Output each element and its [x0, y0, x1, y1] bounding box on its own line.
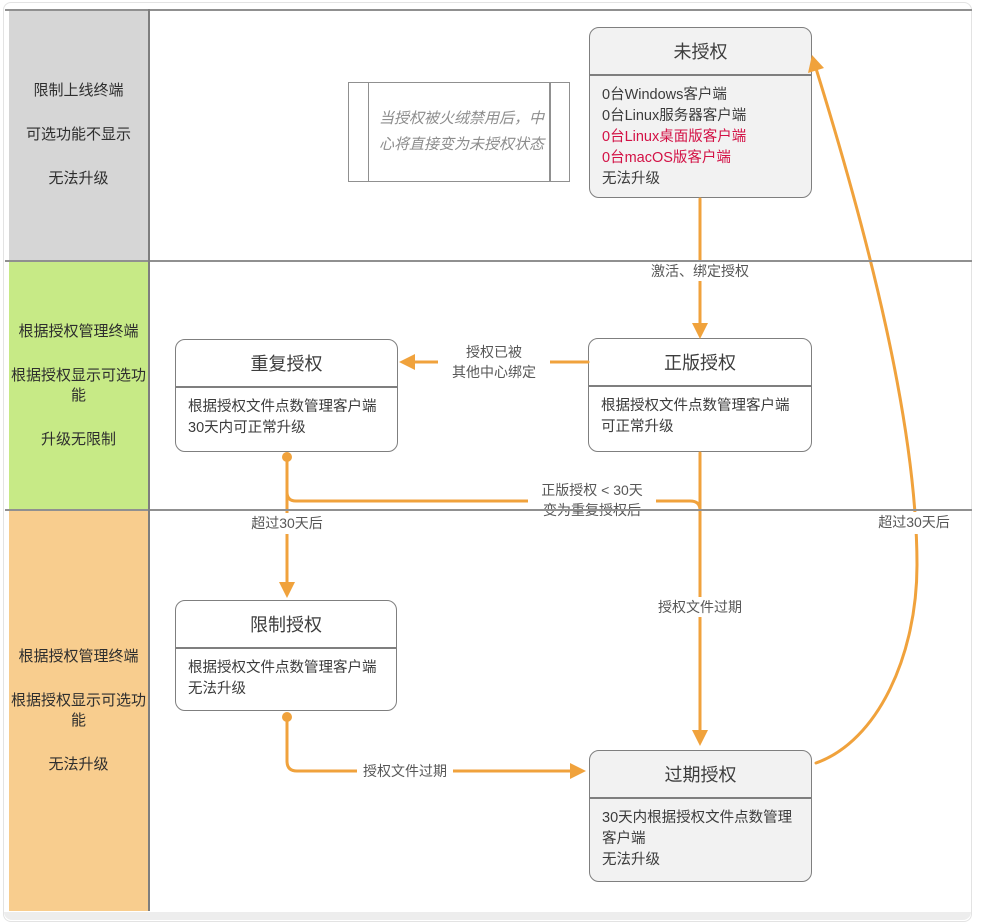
swimlane-top-border — [5, 9, 972, 11]
node-body: 根据授权文件点数管理客户端 无法升级 — [188, 660, 377, 697]
lane-text: 可选功能不显示 — [25, 126, 131, 143]
node-genuine-license: 正版授权 根据授权文件点数管理客户端 可正常升级 — [588, 338, 812, 452]
lane-text: 根据授权显示可选功能 — [10, 692, 146, 729]
note-text: 当授权被火绒禁用后，中 心将直接变为未授权状态 — [379, 110, 545, 153]
edge-expired-to-unauthorized — [812, 60, 919, 765]
lane-managed-upgradable: 根据授权管理终端 根据授权显示可选功能 升级无限制 — [9, 262, 148, 509]
edge-label-bound-by-other: 授权已被 其他中心绑定 — [438, 342, 550, 384]
lane-text: 根据授权管理终端 — [18, 648, 139, 665]
arrowhead-left-icon — [399, 354, 415, 370]
lane-text: 根据授权显示可选功能 — [10, 366, 146, 404]
node-title: 重复授权 — [176, 340, 397, 388]
node-expired-license: 过期授权 30天内根据授权文件点数管理 客户端 无法升级 — [589, 750, 812, 882]
edge-label-activate: 激活、绑定授权 — [637, 261, 763, 281]
lane-restricted-online: 限制上线终端 可选功能不显示 无法升级 — [9, 10, 148, 260]
swimlane-divider-1 — [5, 259, 972, 262]
lane-text: 升级无限制 — [40, 430, 116, 448]
swimlane-column-border — [148, 9, 150, 911]
lane-text: 无法升级 — [48, 756, 109, 773]
lane-text: 根据授权管理终端 — [18, 322, 139, 340]
note-side-bar — [367, 83, 369, 181]
arrowhead-right-icon — [570, 763, 586, 779]
node-unauthorized: 未授权 0台Windows客户端 0台Linux服务器客户端 0台Linux桌面… — [589, 27, 812, 198]
node-restricted-license: 限制授权 根据授权文件点数管理客户端 无法升级 — [175, 600, 397, 711]
edge-label-less-than-30-days: 正版授权 < 30天 变为重复授权后 — [528, 480, 656, 525]
node-title: 未授权 — [590, 28, 811, 76]
node-title: 过期授权 — [590, 751, 811, 799]
edge-label-over-30-days-right: 超过30天后 — [868, 512, 960, 534]
node-body: 根据授权文件点数管理客户端 可正常升级 — [601, 398, 790, 435]
edge-origin-dot — [282, 712, 292, 722]
swimlane-divider-2 — [5, 508, 972, 511]
lane-text: 限制上线终端 — [33, 82, 124, 99]
lane-text: 无法升级 — [48, 170, 109, 187]
edge-label-file-expired-mid: 授权文件过期 — [652, 597, 748, 617]
node-title: 正版授权 — [589, 339, 811, 387]
node-body: 0台Windows客户端 0台Linux服务器客户端 0台Linux桌面版客户端… — [602, 87, 747, 187]
node-body: 根据授权文件点数管理客户端 30天内可正常升级 — [188, 399, 377, 436]
edge-restricted-to-expired — [285, 715, 581, 773]
arrowhead-upleft-icon — [808, 55, 824, 73]
note-side-bar — [549, 83, 551, 181]
node-duplicate-license: 重复授权 根据授权文件点数管理客户端 30天内可正常升级 — [175, 339, 398, 452]
arrowhead-down-icon — [279, 582, 295, 598]
arrowhead-down-icon — [692, 730, 708, 746]
node-body: 30天内根据授权文件点数管理 客户端 无法升级 — [602, 810, 793, 868]
edge-label-over-30-days-left: 超过30天后 — [235, 513, 339, 534]
node-title: 限制授权 — [176, 601, 396, 649]
note-firewall-disable: 当授权被火绒禁用后，中 心将直接变为未授权状态 — [348, 82, 570, 182]
edge-origin-dot — [282, 452, 292, 462]
edge-label-file-expired-bottom: 授权文件过期 — [357, 761, 453, 781]
lane-managed-no-upgrade: 根据授权管理终端 根据授权显示可选功能 无法升级 — [9, 511, 148, 911]
canvas-bottom-edge — [4, 912, 971, 920]
arrowhead-down-icon — [692, 323, 708, 339]
